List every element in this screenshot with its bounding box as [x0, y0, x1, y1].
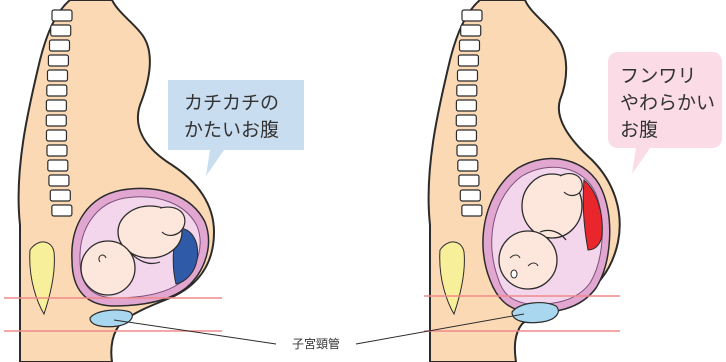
left-vertebra — [47, 85, 67, 96]
right-vertebra — [460, 190, 480, 201]
left-body — [19, 0, 214, 362]
right-vertebra — [462, 10, 482, 21]
right-bubble-line-1: フンワリ — [620, 65, 696, 87]
left-vertebra — [48, 160, 68, 171]
left-vertebra — [52, 205, 72, 216]
left-vertebra — [49, 175, 69, 186]
left-bubble-line-2: かたいお腹 — [184, 119, 279, 141]
right-vertebra — [462, 205, 482, 216]
right-vertebra — [457, 85, 477, 96]
right-vertebra — [457, 145, 477, 156]
left-baby-head — [81, 241, 135, 295]
cervix-label: 子宮頸管 — [292, 336, 340, 351]
right-vertebra — [461, 25, 481, 36]
right-bubble-line-3: お腹 — [620, 119, 658, 141]
left-vertebra — [50, 40, 70, 51]
right-bubble-line-2: やわらかい — [620, 92, 715, 114]
right-vertebra — [456, 130, 476, 141]
left-bubble-line-1: カチカチの — [184, 92, 279, 114]
right-baby-head — [499, 231, 557, 289]
left-vertebra — [52, 10, 72, 21]
right-vertebra — [458, 160, 478, 171]
left-baby-leg — [160, 207, 185, 235]
left-vertebra — [50, 190, 70, 201]
right-vertebra — [460, 40, 480, 51]
right-vertebra — [456, 100, 476, 111]
left-vertebra — [51, 25, 71, 36]
right-speech-bubble: フンワリ やわらかい お腹 — [608, 52, 722, 174]
right-baby-mouth — [511, 270, 517, 278]
right-vertebra — [459, 175, 479, 186]
left-figure: カチカチの かたいお腹 — [19, 0, 304, 362]
left-speech-bubble: カチカチの かたいお腹 — [168, 80, 304, 176]
right-vertebra — [456, 115, 476, 126]
right-figure: フンワリ やわらかい お腹 — [429, 0, 722, 362]
right-vertebra — [458, 55, 478, 66]
right-vertebra — [457, 70, 477, 81]
left-vertebra — [46, 100, 66, 111]
left-vertebra — [47, 70, 67, 81]
left-vertebra — [48, 55, 68, 66]
left-leader-line — [114, 320, 276, 344]
left-vertebra — [46, 130, 66, 141]
left-vertebra — [46, 115, 66, 126]
left-vertebra — [47, 145, 67, 156]
